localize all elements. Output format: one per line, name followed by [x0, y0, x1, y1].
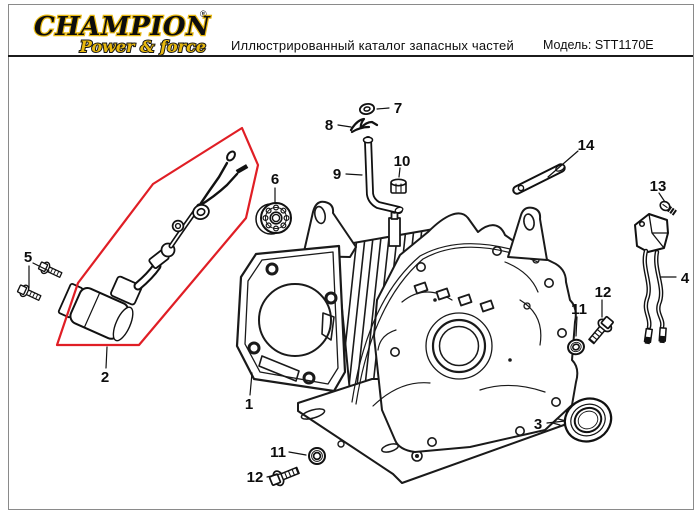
callout-part-11-bottom: 11	[270, 444, 286, 461]
callout-part-11-right: 11	[571, 301, 587, 318]
part-2-oil-sensor-assembly	[57, 150, 249, 342]
page-title: Иллюстрированный каталог запасных частей	[231, 38, 514, 53]
leader-lines	[28, 107, 677, 478]
callout-part-12-right: 12	[595, 284, 612, 301]
part-3-oil-seal	[563, 397, 613, 443]
callout-part-13: 13	[650, 178, 667, 195]
part-6-bearing	[255, 202, 292, 235]
callout-part-3: 3	[534, 416, 542, 433]
part-10-cap-nut	[390, 178, 407, 194]
part-11-washer-right	[567, 338, 585, 356]
callout-part-14: 14	[578, 137, 595, 154]
part-1-cylinder-gasket	[235, 244, 347, 393]
callout-part-6: 6	[271, 171, 279, 188]
callout-part-8: 8	[325, 117, 333, 134]
callout-part-2: 2	[101, 369, 109, 386]
head-stud	[388, 208, 401, 247]
callout-part-10: 10	[394, 153, 411, 170]
part-8-clip	[349, 117, 379, 134]
callout-part-9: 9	[333, 166, 341, 183]
lifting-brackets	[302, 200, 548, 261]
highlight-outline-part-2	[55, 126, 260, 347]
callout-part-7: 7	[394, 100, 402, 117]
part-13-screw	[659, 200, 677, 216]
part-4-ignition-module	[634, 213, 669, 345]
champion-logo: CHAMPION ® Power & force	[28, 4, 228, 61]
brand-registered-mark: ®	[200, 9, 207, 19]
part-9-dipstick-tube	[362, 136, 404, 214]
callout-part-12-bottom: 12	[247, 469, 264, 486]
part-7-washer	[358, 102, 376, 116]
crankcase-body	[351, 212, 579, 453]
model-label: Модель: STT1170E	[543, 38, 654, 52]
brand-tagline: Power & force	[79, 37, 206, 56]
brand-name: CHAMPION	[34, 12, 211, 42]
part-11-washer-bottom	[308, 447, 326, 465]
callout-part-4: 4	[681, 270, 690, 287]
part-12-bolt-right	[588, 315, 614, 345]
part-12-bolt-bottom	[268, 466, 300, 487]
header-divider	[8, 55, 693, 57]
callout-part-5: 5	[24, 249, 32, 266]
callout-part-1: 1	[245, 396, 253, 413]
